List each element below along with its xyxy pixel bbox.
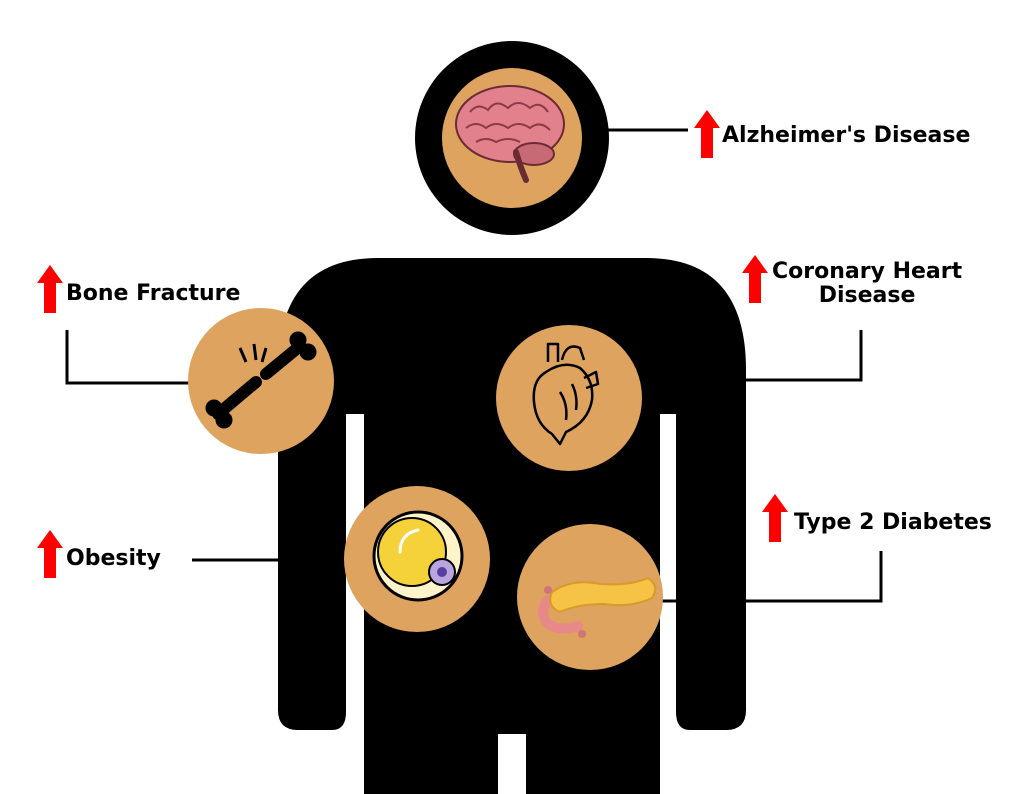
connector-coronary [640, 330, 863, 382]
label-coronary-line1: Coronary Heart [772, 259, 963, 284]
label-coronary: Coronary Heart Disease [772, 260, 962, 308]
label-obesity: Obesity [66, 546, 161, 571]
badge-coronary [496, 325, 642, 471]
connector-lines [65, 128, 883, 603]
arrow-up-icon-alzheimers [694, 110, 720, 158]
arrow-up-icon-bone-fracture [37, 265, 63, 313]
arrow-up-icon-diabetes [762, 494, 788, 542]
brain-icon [455, 85, 565, 183]
label-alzheimers: Alzheimer's Disease [722, 123, 971, 148]
fat-cell-icon [372, 510, 464, 602]
heart-icon [532, 342, 600, 446]
arrow-up-icon-coronary [742, 255, 768, 303]
arrow-up-icon-obesity [37, 530, 63, 578]
connector-diabetes [660, 551, 883, 603]
torso-shape [278, 258, 746, 794]
pancreas-icon [538, 576, 657, 638]
label-bone-fracture: Bone Fracture [66, 281, 241, 306]
broken-bone-icon [205, 331, 317, 429]
connector-bone-fracture [65, 330, 190, 385]
label-coronary-line2: Disease [818, 283, 916, 308]
label-diabetes: Type 2 Diabetes [794, 510, 992, 535]
